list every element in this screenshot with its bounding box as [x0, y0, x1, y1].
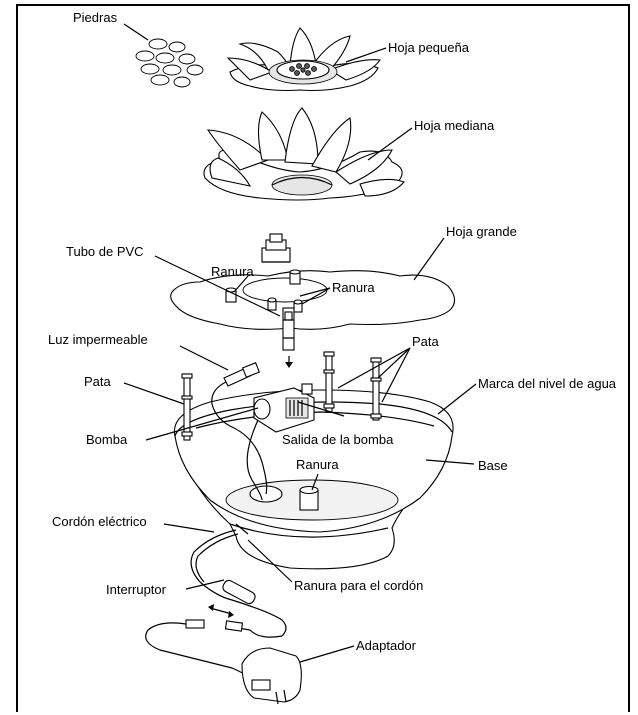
label-salida-bomba: Salida de la bomba [282, 432, 394, 447]
pump [246, 383, 315, 501]
base [173, 389, 454, 570]
medium-leaf [203, 107, 405, 201]
label-base: Base [478, 458, 508, 473]
stones [135, 38, 204, 88]
waterproof-light [211, 362, 268, 495]
leg-right [370, 357, 382, 421]
label-piedras: Piedras [73, 10, 118, 25]
legs [181, 351, 382, 441]
labels: Piedras Hoja pequeña Hoja mediana Hoja g… [48, 10, 617, 653]
small-leaf [226, 27, 381, 92]
diagram-frame [16, 4, 630, 712]
label-ranura-3: Ranura [296, 457, 339, 472]
adapter [241, 647, 302, 705]
label-ranura-2: Ranura [332, 280, 375, 295]
leader-lines [123, 23, 477, 663]
label-hoja-mediana: Hoja mediana [414, 118, 495, 133]
label-adaptador: Adaptador [356, 638, 417, 653]
label-cordon-electrico: Cordón eléctrico [52, 514, 147, 529]
label-luz-impermeable: Luz impermeable [48, 332, 148, 347]
leg-left [181, 373, 193, 441]
label-bomba: Bomba [86, 432, 128, 447]
label-interruptor: Interruptor [106, 582, 167, 597]
label-marca-nivel: Marca del nivel de agua [478, 376, 617, 391]
label-pata-left: Pata [84, 374, 112, 389]
label-hoja-pequena: Hoja pequeña [388, 40, 470, 55]
label-hoja-grande: Hoja grande [446, 224, 517, 239]
large-leaf [170, 233, 456, 368]
large-leaf-pegs [225, 269, 303, 313]
label-ranura-cordon: Ranura para el cordón [294, 578, 423, 593]
label-pata-right: Pata [412, 334, 440, 349]
label-tubo-pvc: Tubo de PVC [66, 244, 144, 259]
label-ranura-1: Ranura [211, 264, 254, 279]
leg-middle [323, 351, 335, 413]
pvc-tube [282, 307, 295, 368]
cord-assembly [145, 529, 302, 705]
